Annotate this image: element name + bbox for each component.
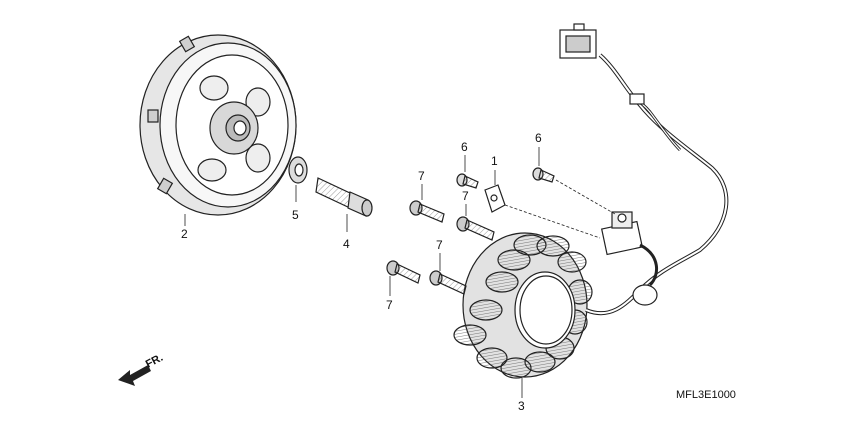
flywheel [139, 34, 297, 216]
flywheel-bolt [315, 177, 373, 217]
screw-top-left [456, 173, 479, 189]
callout-bolt-upper-left: 7 [418, 169, 425, 183]
pulse-generator [600, 211, 659, 306]
callout-washer: 5 [292, 208, 299, 222]
callout-flywheel-bolt: 4 [343, 237, 350, 251]
bolt-upper-mid [456, 216, 495, 241]
callout-pulse-generator: 1 [491, 154, 498, 168]
bolt-upper-left [409, 200, 445, 223]
bolt-lower-mid [429, 270, 467, 295]
main-connector [559, 23, 597, 59]
callout-stator: 3 [518, 399, 525, 413]
direction-label: FR. [144, 352, 165, 371]
callout-bolt-lower-left: 7 [386, 298, 393, 312]
washer [288, 156, 308, 184]
callout-flywheel: 2 [181, 227, 188, 241]
callout-screw-top-left: 6 [461, 140, 468, 154]
stator [453, 232, 593, 379]
bolt-lower-left [386, 260, 421, 284]
front-direction-arrow-icon [118, 365, 151, 386]
drawing-code: MFL3E1000 [676, 389, 736, 401]
pulse-connector [629, 93, 645, 105]
callout-screw-top-right: 6 [535, 131, 542, 145]
callout-bolt-lower-mid: 7 [436, 238, 443, 252]
wire-clamp [484, 184, 506, 213]
callout-bolt-upper-mid: 7 [462, 189, 469, 203]
screw-top-right [532, 167, 555, 183]
